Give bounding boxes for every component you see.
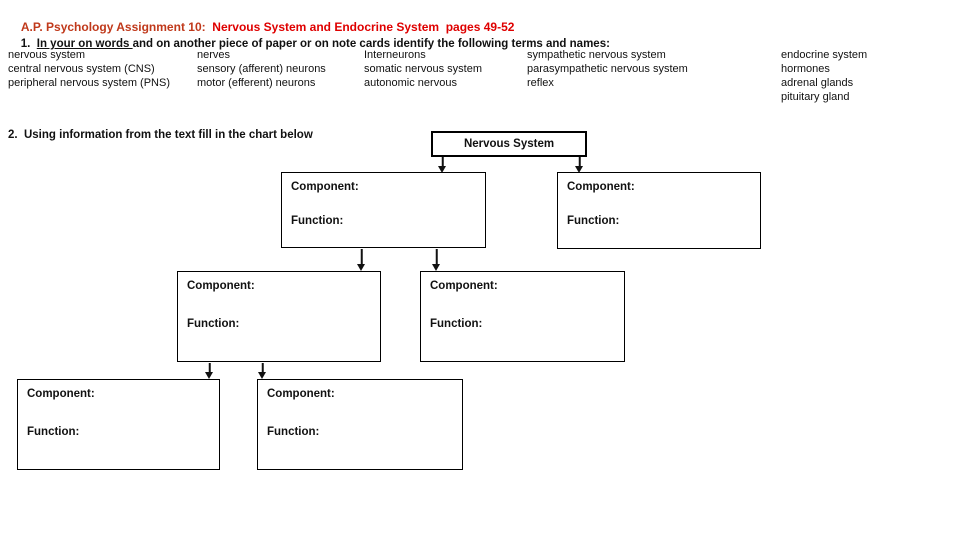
term: nerves	[197, 49, 231, 61]
function-label: Function:	[187, 318, 240, 330]
arrow-root-to-right	[575, 157, 584, 173]
chart-box-tier2-right: Component: Function:	[420, 271, 625, 362]
chart-root-label: Nervous System	[463, 138, 555, 150]
instruction-2: 2. Using information from the text fill …	[8, 129, 313, 141]
terms-column-2: nerves sensory (afferent) neurons motor …	[197, 48, 326, 90]
function-label: Function:	[27, 426, 80, 438]
title-topic-label: Nervous System and Endocrine System page…	[205, 20, 515, 34]
chart-box-tier3-right: Component: Function:	[257, 379, 463, 470]
term: peripheral nervous system (PNS)	[8, 77, 171, 89]
instruction-1: 1. In your on words and on another piece…	[8, 26, 610, 62]
arrow-tier2-to-tier3-left	[205, 363, 214, 379]
chart-box-tier1-left: Component: Function:	[281, 172, 486, 248]
term: Interneurons	[364, 49, 426, 61]
function-label: Function:	[291, 215, 344, 227]
chart-root-box: Nervous System	[431, 131, 587, 157]
function-label: Function:	[567, 215, 620, 227]
term: reflex	[527, 77, 554, 89]
instruction-1-number: 1.	[20, 38, 37, 50]
function-label: Function:	[430, 318, 483, 330]
component-label: Component:	[291, 181, 359, 193]
term: central nervous system (CNS)	[8, 63, 155, 75]
term: sensory (afferent) neurons	[197, 63, 326, 75]
chart-box-tier1-right: Component: Function:	[557, 172, 761, 249]
arrow-tier1-to-tier2-right	[432, 249, 441, 271]
instruction-1-rest: and on another piece of paper or on note…	[132, 38, 610, 50]
term: pituitary gland	[781, 91, 850, 103]
terms-column-3: Interneurons somatic nervous system auto…	[364, 48, 482, 90]
term: motor (efferent) neurons	[197, 77, 316, 89]
terms-column-1: nervous system central nervous system (C…	[8, 48, 170, 90]
term: endocrine system	[781, 49, 868, 61]
chart-box-tier2-left: Component: Function:	[177, 271, 381, 362]
function-label: Function:	[267, 426, 320, 438]
component-label: Component:	[430, 280, 498, 292]
page-title: A.P. Psychology Assignment 10: Nervous S…	[8, 6, 515, 48]
component-label: Component:	[187, 280, 255, 292]
component-label: Component:	[267, 388, 335, 400]
arrow-tier2-to-tier3-right	[258, 363, 267, 379]
term: somatic nervous system	[364, 63, 482, 75]
term: hormones	[781, 63, 830, 75]
title-assignment-label: A.P. Psychology Assignment 10:	[20, 20, 206, 34]
chart-box-tier3-left: Component: Function:	[17, 379, 220, 470]
term: adrenal glands	[781, 77, 854, 89]
term: parasympathetic nervous system	[527, 63, 688, 75]
term: autonomic nervous	[364, 77, 457, 89]
arrow-tier1-to-tier2-left	[357, 249, 366, 271]
terms-column-5: endocrine system hormones adrenal glands…	[781, 48, 867, 104]
terms-column-4: sympathetic nervous system parasympathet…	[527, 48, 688, 90]
component-label: Component:	[567, 181, 635, 193]
term: sympathetic nervous system	[527, 49, 666, 61]
term: nervous system	[8, 49, 86, 61]
component-label: Component:	[27, 388, 95, 400]
arrow-root-to-left	[438, 157, 447, 173]
instruction-1-underlined: In your on words	[36, 38, 133, 50]
